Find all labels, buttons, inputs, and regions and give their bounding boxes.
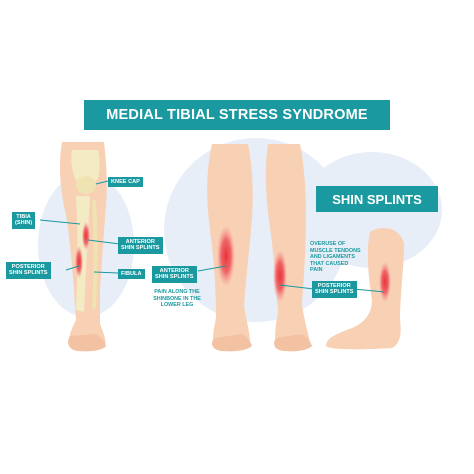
page-title: MEDIAL TIBIAL STRESS SYNDROME — [84, 100, 390, 130]
left-foot — [68, 334, 106, 352]
fibula-bone — [92, 200, 98, 309]
left-leg-anatomy — [59, 142, 107, 352]
leader-fibula — [93, 271, 119, 274]
leader-posterior-right-to-middle — [279, 284, 315, 290]
note-pain-shinbone: PAIN ALONG THE SHINBONE IN THE LOWER LEG — [153, 289, 201, 309]
leader-knee-cap — [95, 180, 109, 185]
anterior-pain-left — [82, 222, 90, 250]
femur-bone — [71, 150, 100, 185]
label-fibula: FIBULA — [118, 269, 145, 280]
label-knee-cap: KNEE CAP — [108, 177, 143, 188]
posterior-pain-left — [75, 246, 83, 278]
leader-posterior-left — [65, 265, 80, 271]
label-anterior-left: ANTERIOR SHIN SPLINTS — [118, 237, 163, 254]
leader-posterior-right-to-side — [353, 288, 385, 293]
leader-anterior-left — [87, 239, 121, 245]
leader-lines — [39, 180, 385, 293]
label-anterior-middle: ANTERIOR SHIN SPLINTS — [152, 266, 197, 283]
posterior-pain-middle — [273, 250, 287, 302]
label-tibia: TIBIA (SHIN) — [12, 212, 36, 229]
subtitle-banner: SHIN SPLINTS — [316, 186, 438, 212]
middle-leg-front — [207, 144, 253, 352]
leader-anterior-middle — [197, 265, 227, 272]
knee-cap-bone — [76, 176, 96, 194]
label-posterior-left: POSTERIOR SHIN SPLINTS — [6, 262, 51, 279]
middle-leg-back — [265, 144, 312, 352]
anterior-pain-middle — [217, 226, 235, 286]
note-overuse: OVERUSE OF MUSCLE TENDONS AND LIGAMENTS … — [310, 241, 361, 274]
label-posterior-right: POSTERIOR SHIN SPLINTS — [312, 281, 357, 298]
posterior-pain-right — [379, 262, 391, 302]
leader-tibia — [39, 219, 81, 225]
